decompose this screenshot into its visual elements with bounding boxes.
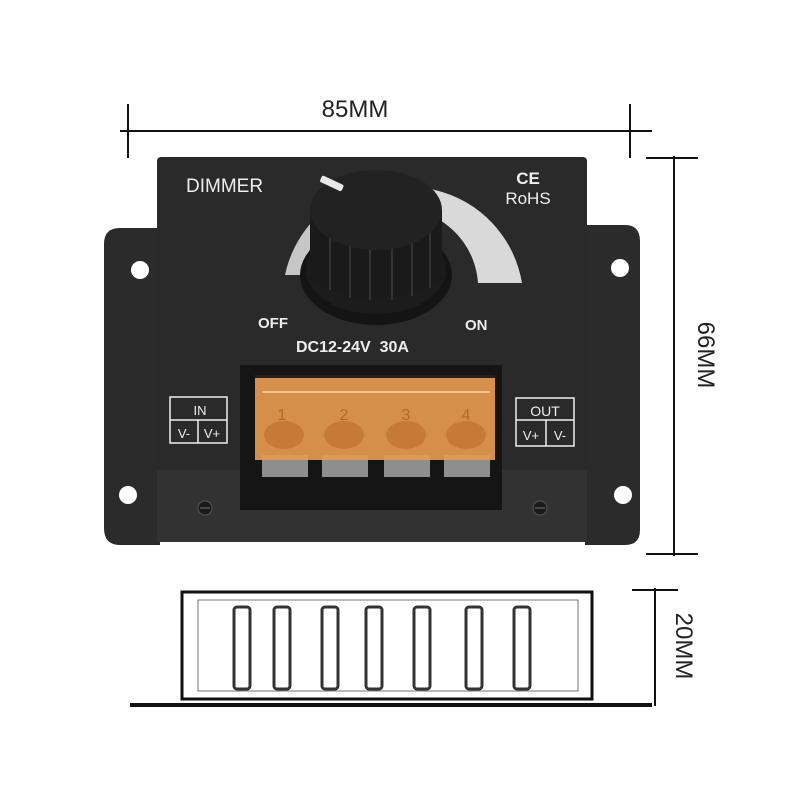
terminal-block	[240, 365, 502, 510]
side-view	[130, 590, 652, 707]
vent-slot	[272, 605, 292, 691]
knob-indicator	[320, 175, 344, 192]
off-label: OFF	[258, 315, 288, 332]
mounting-hole	[131, 261, 149, 279]
right-mounting-flange	[585, 225, 640, 545]
output-title: OUT	[530, 403, 560, 419]
input-pin: V-	[178, 426, 190, 441]
on-label: ON	[465, 317, 488, 334]
height-label: 66MM	[692, 322, 719, 389]
ce-mark: CE	[516, 169, 540, 188]
terminal-number: 4	[462, 407, 471, 424]
vent-slot	[512, 605, 532, 691]
width-label: 85MM	[322, 96, 389, 123]
mounting-hole	[119, 486, 137, 504]
screw-icon	[532, 500, 548, 516]
depth-label: 20MM	[670, 613, 697, 680]
output-label-box	[515, 397, 575, 447]
input-label-box	[169, 396, 228, 444]
vent-slot	[364, 605, 384, 691]
terminal-number: 3	[402, 407, 411, 424]
input-pin: V+	[204, 426, 220, 441]
screw-icon	[197, 500, 213, 516]
width-dimension	[120, 104, 652, 158]
dimmer-knob[interactable]	[300, 170, 452, 325]
vent-slot	[464, 605, 484, 691]
terminal-number: 2	[340, 407, 349, 424]
depth-dimension	[632, 588, 678, 706]
vent-slot	[320, 605, 340, 691]
height-dimension	[646, 156, 698, 556]
output-pin: V-	[554, 428, 566, 443]
output-pin: V+	[523, 428, 539, 443]
vent-slot	[412, 605, 432, 691]
terminal-number: 1	[278, 407, 287, 424]
mounting-hole	[611, 259, 629, 277]
left-mounting-flange	[104, 228, 160, 545]
vent-slot	[232, 605, 252, 691]
rating-label: DC12-24V 30A	[296, 339, 409, 356]
mounting-hole	[614, 486, 632, 504]
input-title: IN	[194, 403, 207, 418]
rohs-mark: RoHS	[505, 189, 550, 208]
dimmer-title: DIMMER	[186, 176, 263, 197]
